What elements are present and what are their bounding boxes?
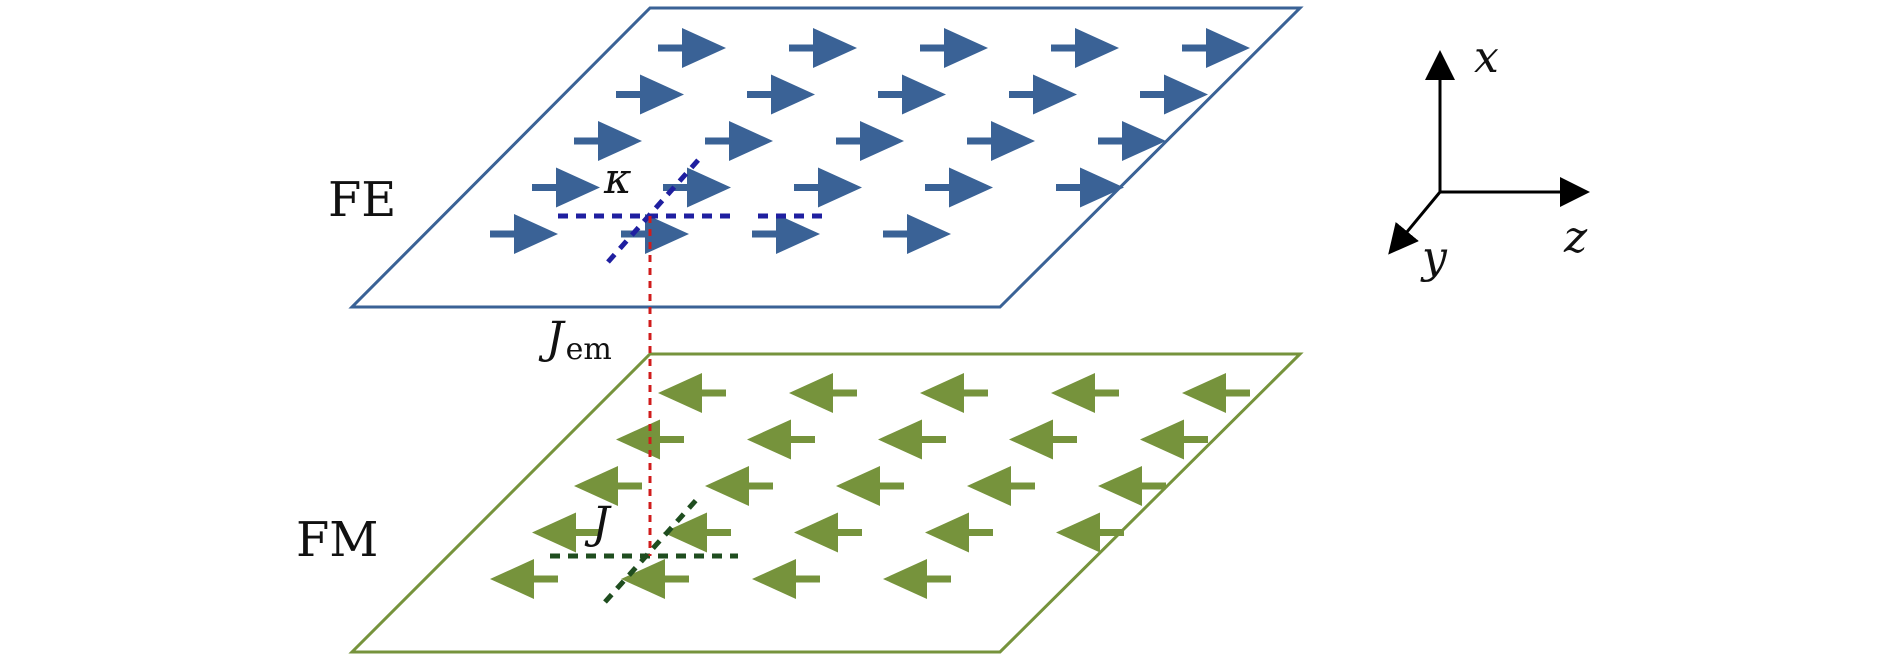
fe-arrow — [490, 214, 558, 254]
fm-arrow — [1098, 466, 1166, 506]
fm-arrow — [574, 466, 642, 506]
fm-arrow — [663, 512, 731, 553]
fm-arrow — [794, 512, 862, 553]
fe-arrow — [705, 121, 773, 161]
fm-arrow — [878, 419, 946, 460]
fe-arrow — [883, 214, 951, 254]
fm-arrow — [920, 373, 988, 413]
fe-arrow — [1098, 121, 1166, 161]
fe-arrow — [658, 28, 726, 68]
z-axis-label: z — [1563, 212, 1588, 263]
fe-polarization-arrows — [490, 28, 1250, 254]
fm-arrow — [705, 466, 773, 506]
fm-arrow — [752, 559, 820, 599]
fm-arrow — [883, 559, 951, 599]
fm-arrow — [1182, 373, 1250, 413]
j-exchange-label: J — [584, 498, 612, 549]
fm-layer-plane — [348, 352, 1304, 654]
fm-arrow — [1051, 373, 1119, 413]
fe-arrow — [532, 167, 600, 208]
fm-arrow — [789, 373, 857, 413]
fm-arrow — [1140, 419, 1208, 460]
fm-arrow — [490, 559, 558, 599]
j-em-subscript: em — [566, 332, 612, 367]
kappa-label: κ — [603, 154, 632, 203]
fe-arrow — [789, 28, 857, 68]
coordinate-axes — [1388, 50, 1590, 255]
y-axis-arrow — [1388, 191, 1442, 255]
fm-arrow — [621, 559, 689, 599]
fm-magnetization-arrows — [490, 373, 1250, 599]
kappa-coupling-lines — [558, 156, 828, 264]
fe-arrow — [747, 74, 815, 115]
fm-arrow — [747, 419, 815, 460]
fe-arrow — [878, 74, 946, 115]
j-em-main: J — [538, 313, 566, 364]
fe-arrow — [616, 74, 684, 115]
fm-arrow — [1009, 419, 1077, 460]
fe-arrow — [1182, 28, 1250, 68]
fm-arrow — [532, 512, 600, 553]
j-em-label: Jem — [538, 313, 612, 367]
fe-arrow — [794, 167, 862, 208]
y-axis-label: y — [1420, 232, 1448, 283]
fe-arrow — [925, 167, 993, 208]
fe-arrow — [663, 167, 731, 208]
fe-arrow — [574, 121, 642, 161]
fe-arrow — [1056, 167, 1124, 208]
fe-arrow — [836, 121, 904, 161]
fe-arrow — [752, 214, 820, 254]
fm-arrow — [1056, 512, 1124, 553]
j-exchange-lines — [550, 496, 738, 604]
fm-label: FM — [296, 512, 378, 568]
fe-arrow — [920, 28, 988, 68]
fm-arrow — [836, 466, 904, 506]
fm-arrow — [925, 512, 993, 553]
fe-layer-plane — [348, 6, 1304, 309]
fe-arrow — [1140, 74, 1208, 115]
x-axis-label: x — [1474, 32, 1499, 83]
fm-arrow — [967, 466, 1035, 506]
fe-arrow — [1009, 74, 1077, 115]
fe-label: FE — [328, 172, 396, 228]
fe-arrow — [967, 121, 1035, 161]
fe-arrow — [1051, 28, 1119, 68]
fm-arrow — [658, 373, 726, 413]
